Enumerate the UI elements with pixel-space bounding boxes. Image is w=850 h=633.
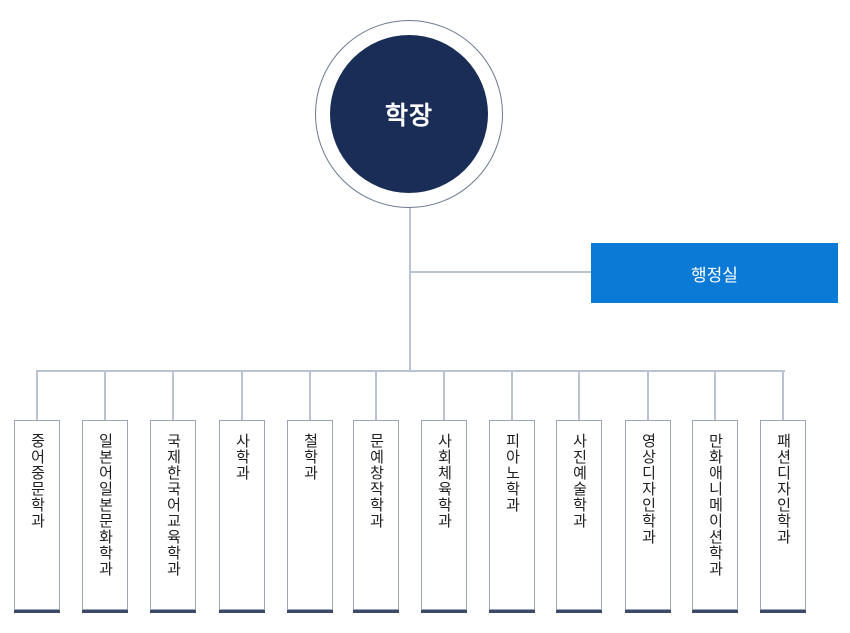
dept-drop-line: [714, 370, 716, 420]
dept-box: 영상디자인학과: [625, 420, 671, 610]
dept-box: 일본어일본문화학과: [82, 420, 128, 610]
office-connector-line: [410, 271, 591, 273]
dean-label: 학장: [384, 101, 433, 130]
dept-drop-line: [443, 370, 445, 420]
dean-node: 학장: [330, 35, 488, 193]
admin-office-node: 행정실: [591, 243, 838, 303]
dept-drop-line: [36, 370, 38, 420]
dept-label: 사학과: [233, 433, 252, 481]
dept-drop-line: [104, 370, 106, 420]
dept-box: 철학과: [287, 420, 333, 610]
dept-box: 문예창작학과: [353, 420, 399, 610]
dept-drop-line: [309, 370, 311, 420]
dept-drop-line: [647, 370, 649, 420]
dept-box: 패션디자인학과: [760, 420, 806, 610]
dept-label: 철학과: [301, 433, 320, 481]
dept-label: 영상디자인학과: [639, 433, 658, 545]
dept-box: 만화애니메이션학과: [692, 420, 738, 610]
admin-office-label: 행정실: [691, 265, 738, 286]
dept-box: 사진예술학과: [556, 420, 602, 610]
dept-box: 피아노학과: [489, 420, 535, 610]
dept-label: 만화애니메이션학과: [706, 433, 725, 577]
dept-box: 사회체육학과: [421, 420, 467, 610]
dept-label: 패션디자인학과: [774, 433, 793, 545]
dept-label: 중어중문학과: [28, 433, 47, 529]
dept-drop-line: [241, 370, 243, 420]
dept-bus-line: [38, 370, 785, 372]
dept-drop-line: [782, 370, 784, 420]
dept-drop-line: [172, 370, 174, 420]
dept-label: 사회체육학과: [435, 433, 454, 529]
dept-label: 일본어일본문화학과: [96, 433, 115, 577]
dept-label: 문예창작학과: [367, 433, 386, 529]
trunk-line: [409, 208, 411, 370]
dept-label: 국제한국어교육학과: [164, 433, 183, 577]
dept-drop-line: [511, 370, 513, 420]
dept-box: 사학과: [219, 420, 265, 610]
dept-drop-line: [375, 370, 377, 420]
dept-label: 피아노학과: [503, 433, 522, 513]
dept-box: 국제한국어교육학과: [150, 420, 196, 610]
dept-box: 중어중문학과: [14, 420, 60, 610]
dept-label: 사진예술학과: [570, 433, 589, 529]
dept-drop-line: [578, 370, 580, 420]
